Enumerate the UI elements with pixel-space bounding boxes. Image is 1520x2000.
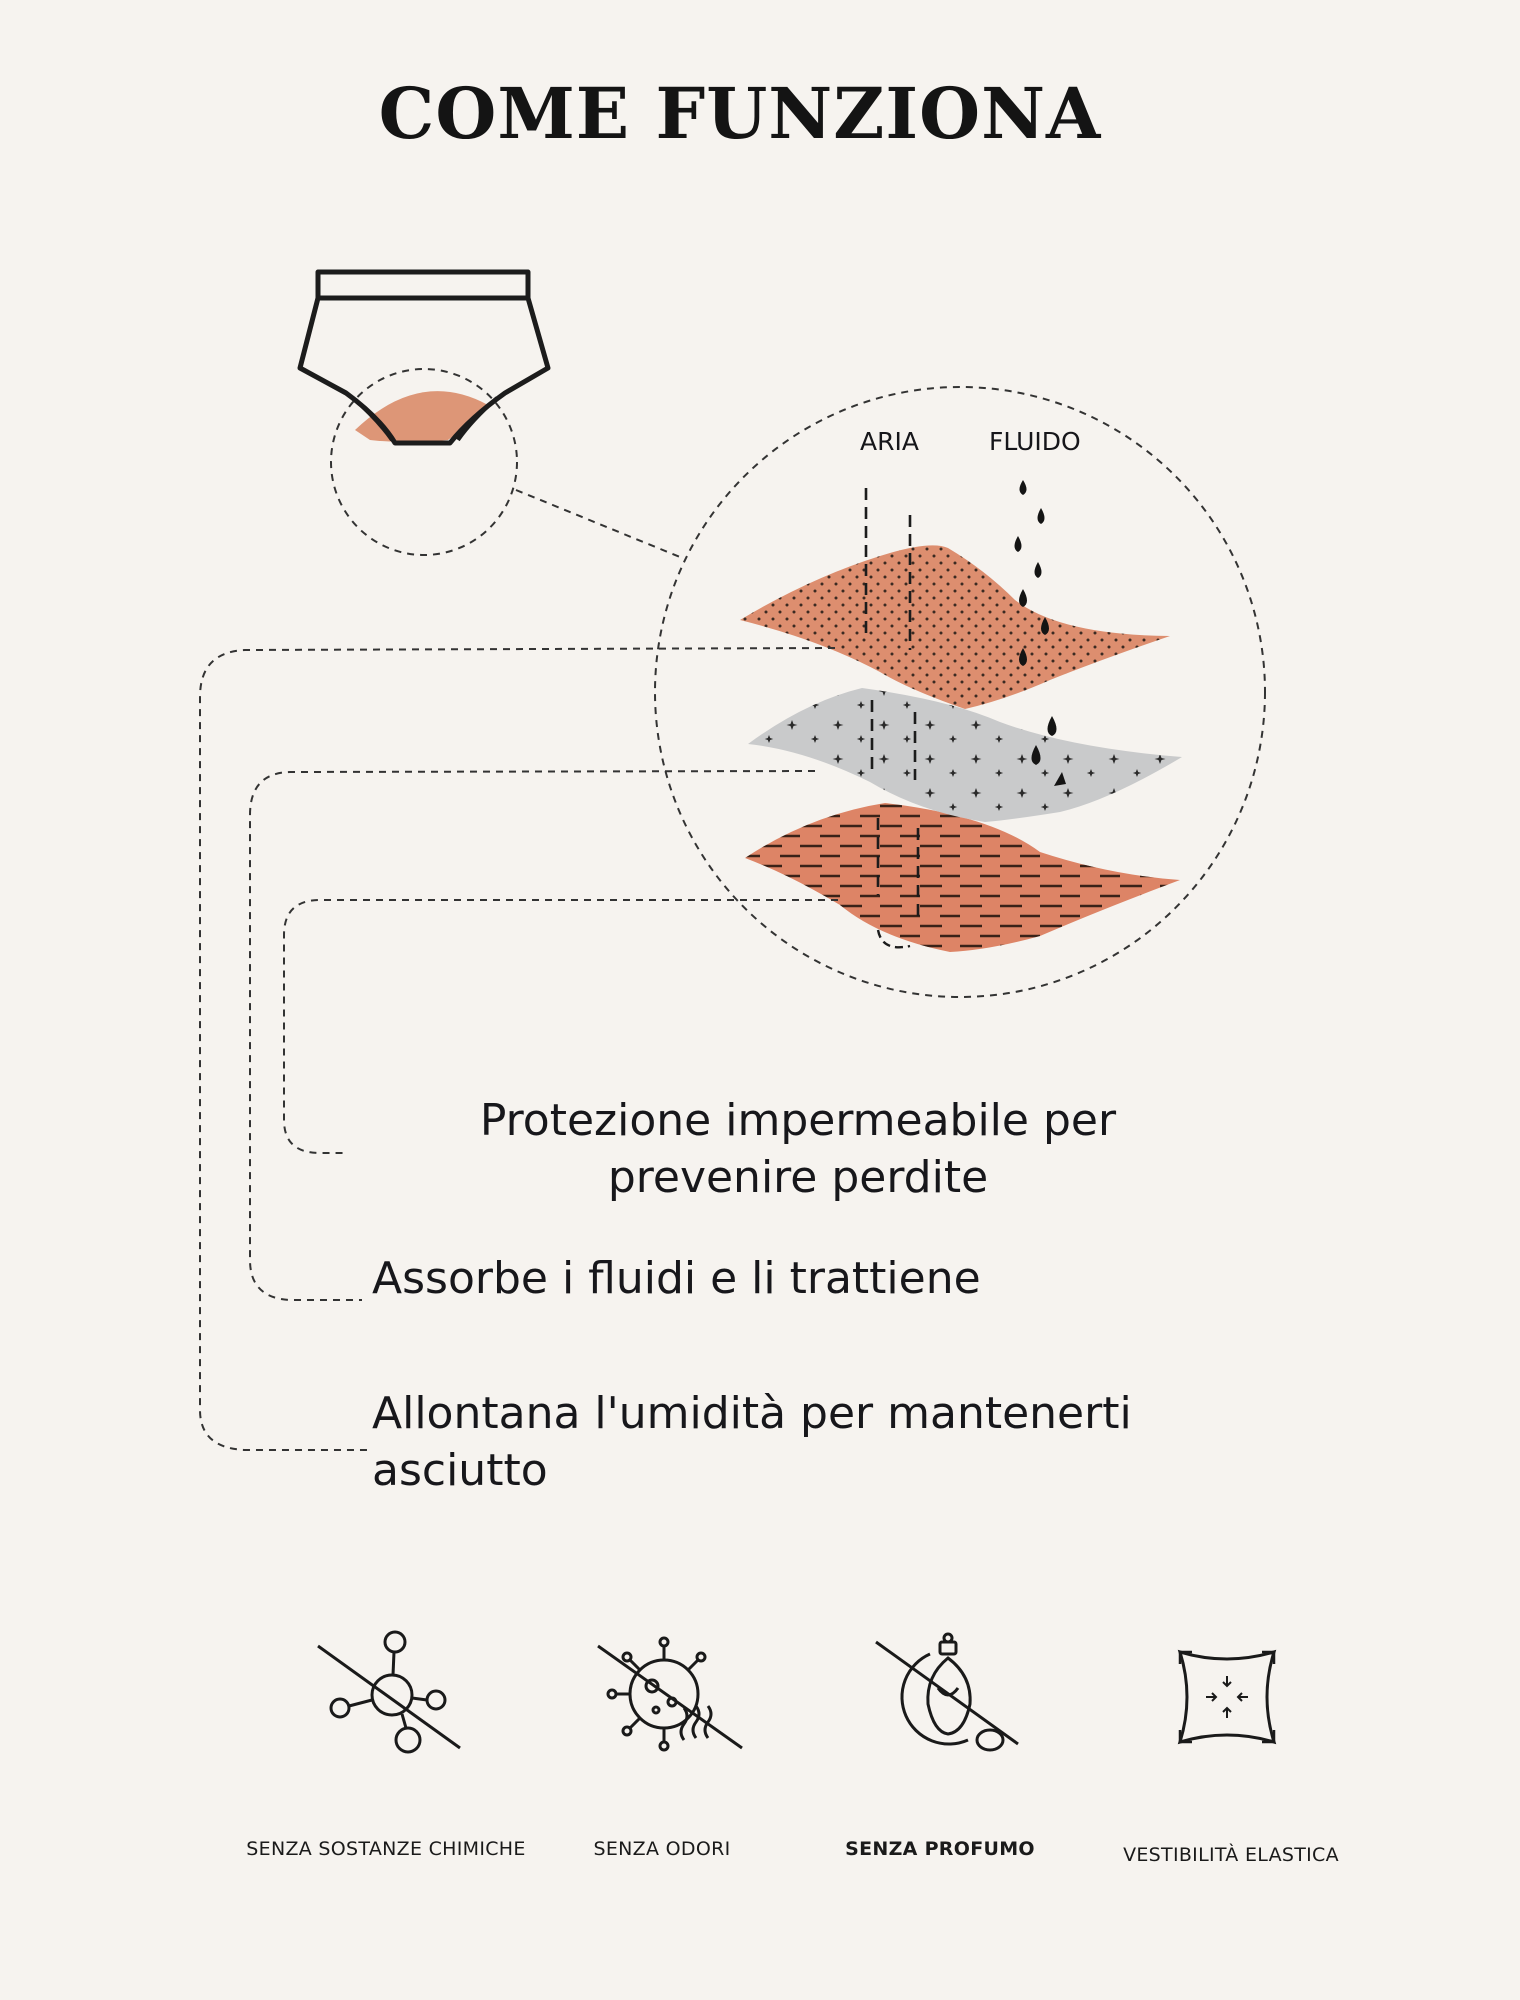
no-odor-icon [597,1636,743,1752]
zoom-large-circle [654,386,1266,998]
desc-line: asciutto [372,1445,548,1496]
desc-line: Protezione impermeabile per [479,1095,1117,1146]
desc-waterproof: Protezione impermeabile per prevenire pe… [388,1092,1208,1206]
feature-no-chemicals-label: SENZA SOSTANZE CHIMICHE [246,1838,526,1860]
page-title: COME FUNZIONA [378,72,1102,155]
desc-line: Assorbe i fluidi e li trattiene [372,1253,981,1304]
layer-bottom-waterproof [745,803,1180,952]
zoom-small-circle [330,368,518,556]
fluid-drops [1014,480,1066,786]
feature-no-perfume-label: SENZA PROFUMO [845,1838,1035,1860]
elastic-fit-icon [1177,1649,1277,1745]
air-label: ARIA [860,427,919,456]
no-perfume-icon [875,1632,1019,1752]
feature-elastic-fit-label: VESTIBILITÀ ELASTICA [1123,1844,1339,1866]
panties-icon [297,269,551,446]
air-flow-lines [864,488,920,920]
desc-absorbent: Assorbe i fluidi e li trattiene [372,1250,1272,1307]
desc-line: Allontana l'umidità per mantenerti [372,1388,1132,1439]
desc-wicking: Allontana l'umidità per mantenerti asciu… [372,1385,1272,1499]
layer-connectors [199,647,838,1451]
feature-no-odor-label: SENZA ODORI [593,1838,731,1860]
layer-top-wicking [740,545,1170,709]
fluid-label: FLUIDO [989,427,1081,456]
no-chemicals-icon [317,1630,461,1754]
zoom-connector [515,489,681,558]
desc-line: prevenire perdite [607,1152,989,1203]
layer-middle-absorbent [748,688,1182,822]
